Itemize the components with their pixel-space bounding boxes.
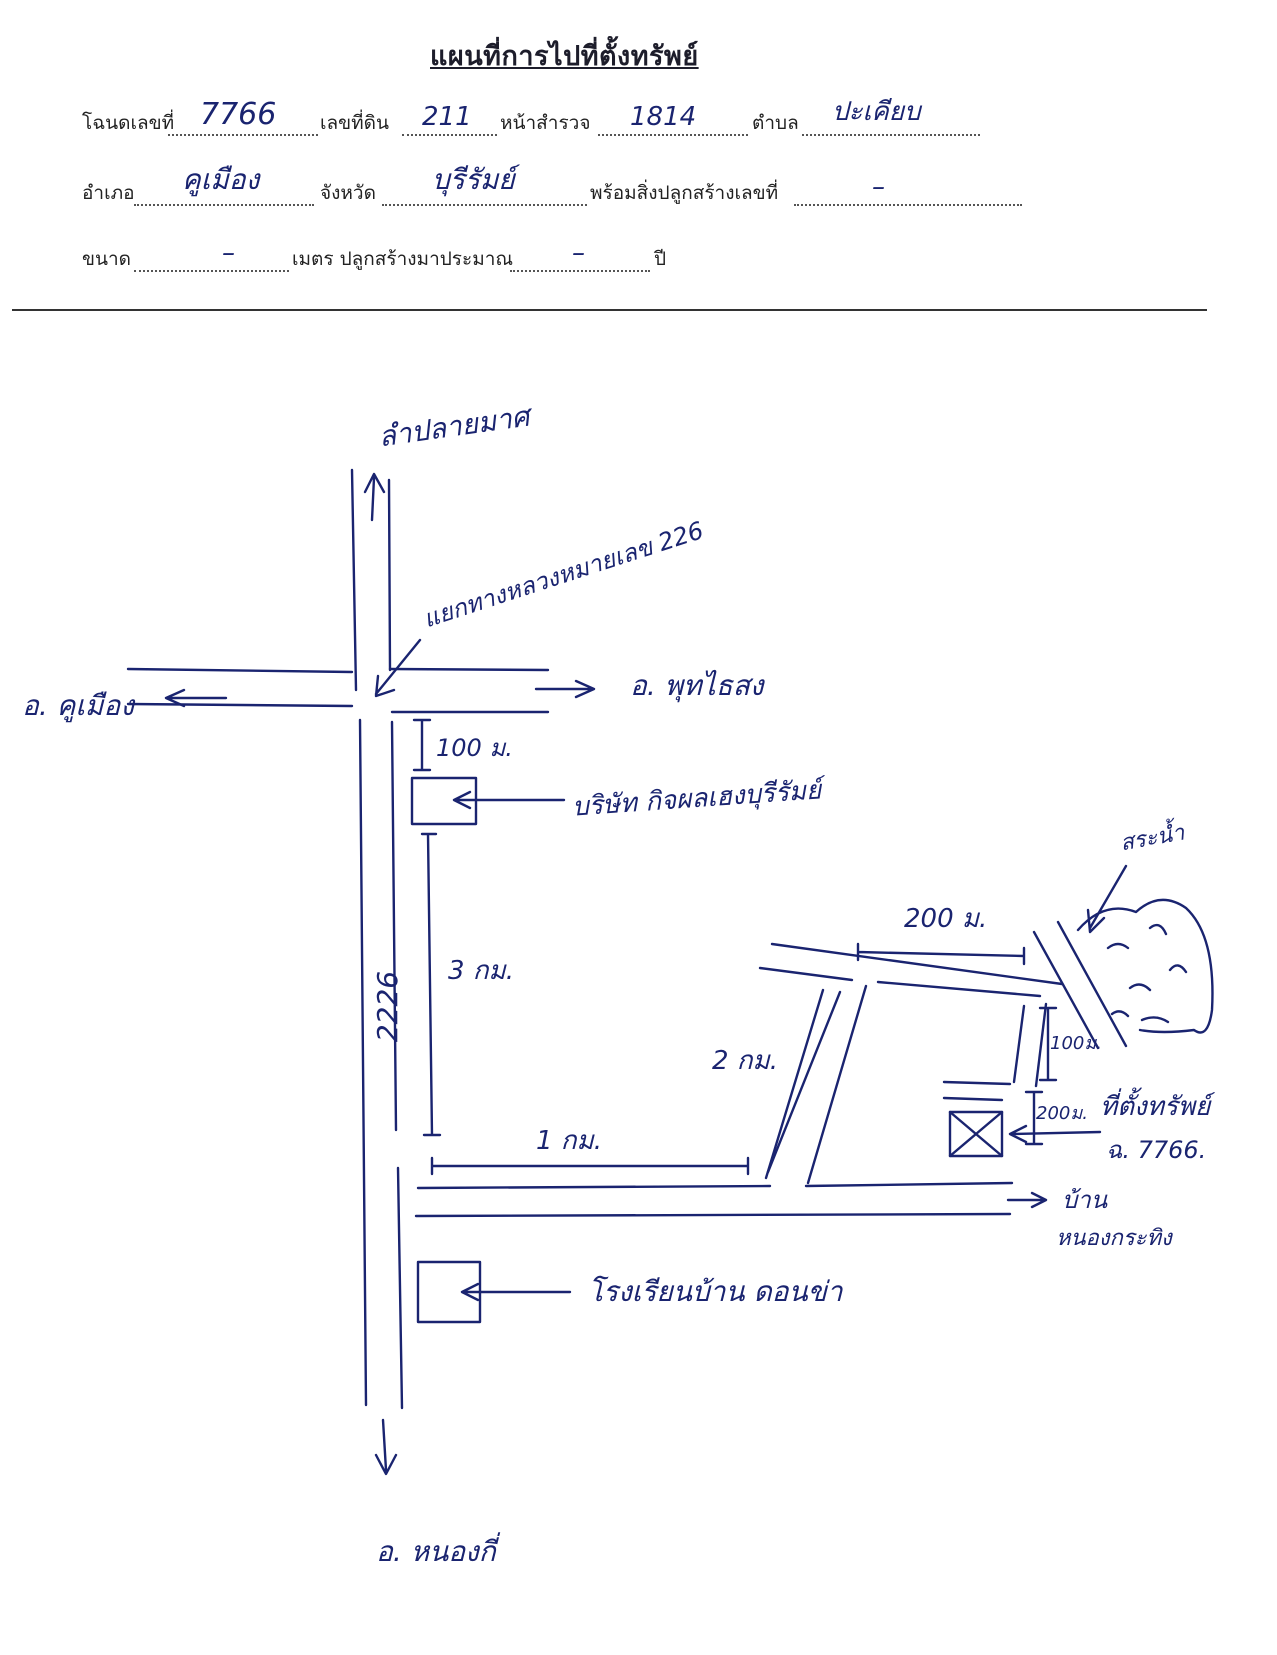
age-unit-label: ปี [654,248,667,270]
building-label: พร้อมสิ่งปลูกสร้างเลขที่ [590,182,779,204]
pond-road-right-edge [1056,920,1128,1048]
property-label: ที่ตั้งทรัพย์ [1100,1092,1211,1122]
upper-road-bottom-edge [758,966,854,982]
dimension-200m-side [1024,1090,1044,1146]
property-road-right-edge [1034,1002,1048,1088]
village-name-label: หนองกระทิง [1056,1226,1172,1251]
main-road-left-edge [350,468,358,692]
form-row-district: อำเภอ คูเมือง จังหวัด บุรีรัมย์ พร้อมสิ่… [82,162,1022,212]
dotted-line [402,133,497,136]
school-pointer [460,1282,572,1302]
junction-pointer [374,638,422,698]
land-no-label: เลขที่ดิน [320,112,389,134]
pond-pointer [1086,864,1128,934]
form-row-size: ขนาด – เมตร ปลูกสร้างมาประมาณ – ปี [82,228,722,278]
pond-water [1106,923,1188,1024]
distance-1km-label: 1 กม. [536,1126,602,1156]
property-road-left-edge [1012,1004,1026,1084]
side-road-top-edge [416,1184,772,1190]
south-destination-label: อ. หนองกี่ [376,1535,496,1568]
upper-road-top-edge [770,942,1064,986]
diagonal-road-left-edge [764,988,825,1180]
dimension-2km [766,990,842,1174]
page-title: แผนที่การไปที่ตั้งทรัพย์ [430,41,699,72]
deed-value: 7766 [200,97,277,132]
upper-road-bottom-edge [876,980,1042,998]
province-label: จังหวัด [320,182,376,204]
land-no-value: 211 [422,102,472,132]
dimension-1km [430,1156,750,1176]
distance-2km-label: 2 กม. [712,1046,778,1076]
dotted-line [598,133,748,136]
dimension-200m-top [856,942,1026,966]
building-value: – [872,172,885,202]
age-value: – [572,238,585,268]
survey-page-value: 1814 [630,102,697,132]
distance-100m-side-label: 100ม. [1050,1033,1102,1054]
property-road-stub [942,1096,1004,1102]
property-deed-label: ฉ. 7766. [1106,1136,1207,1164]
province-value: บุรีรัมย์ [432,163,515,196]
village-label: บ้าน [1062,1186,1108,1214]
main-road-right-edge [396,1166,404,1410]
dotted-line [802,133,980,136]
dimension-100m [412,718,432,772]
main-road-right-edge [390,720,398,1132]
dotted-line [134,203,314,206]
company-pointer [452,790,566,810]
distance-200m-side-label: 200ม. [1036,1103,1088,1124]
distance-100m-label: 100 ม. [436,734,513,762]
side-road-top-edge [804,1181,1014,1188]
survey-page-label: หน้าสำรวจ [500,112,591,134]
main-road-right-edge [387,478,392,672]
dimension-100m-side [1038,1006,1058,1082]
distance-200m-top-label: 200 ม. [904,904,988,934]
size-unit-label: เมตร ปลูกสร้างมาประมาณ [292,248,514,270]
pond-road-left-edge [1032,930,1100,1050]
west-arrow [164,688,228,708]
property-road-stub [942,1080,1012,1086]
district-value: คูเมือง [182,163,260,196]
size-label: ขนาด [82,248,131,270]
property-plot [948,1110,1004,1158]
east-arrow [534,679,596,699]
school-label: โรงเรียนบ้าน ดอนข่า [588,1275,843,1308]
dimension-3km [420,832,442,1137]
dotted-line [134,269,289,272]
property-pointer [1008,1124,1102,1144]
dotted-line [510,269,650,272]
cross-road-top-edge [388,667,550,672]
village-arrow [1006,1191,1048,1209]
subdistrict-value: ปะเคียบ [832,97,921,127]
north-arrow [363,472,386,522]
subdistrict-label: ตำบล [752,112,799,134]
diagonal-road-right-edge [806,984,868,1185]
side-road-bottom-edge [414,1212,1012,1218]
road-number-label: 2226 [371,970,405,1043]
size-value: – [222,238,235,268]
form-row-deed: โฉนดเลขที่ 7766 เลขที่ดิน 211 หน้าสำรวจ … [82,92,982,142]
dotted-line [382,203,587,206]
west-destination-label: อ. คูเมือง [22,689,134,722]
district-label: อำเภอ [82,182,135,204]
dotted-line [168,133,318,136]
south-arrow [374,1418,398,1476]
dotted-line [794,203,1022,206]
header-divider [12,309,1207,311]
east-destination-label: อ. พุทไธสง [630,669,764,702]
cross-road-top-edge [126,667,354,674]
pond-outline [1076,898,1214,1034]
deed-label: โฉนดเลขที่ [82,112,175,134]
distance-3km-label: 3 กม. [448,956,514,986]
property-plot-cross [948,1110,1004,1158]
main-road-left-edge [358,718,368,1407]
cross-road-bottom-edge [126,702,354,708]
